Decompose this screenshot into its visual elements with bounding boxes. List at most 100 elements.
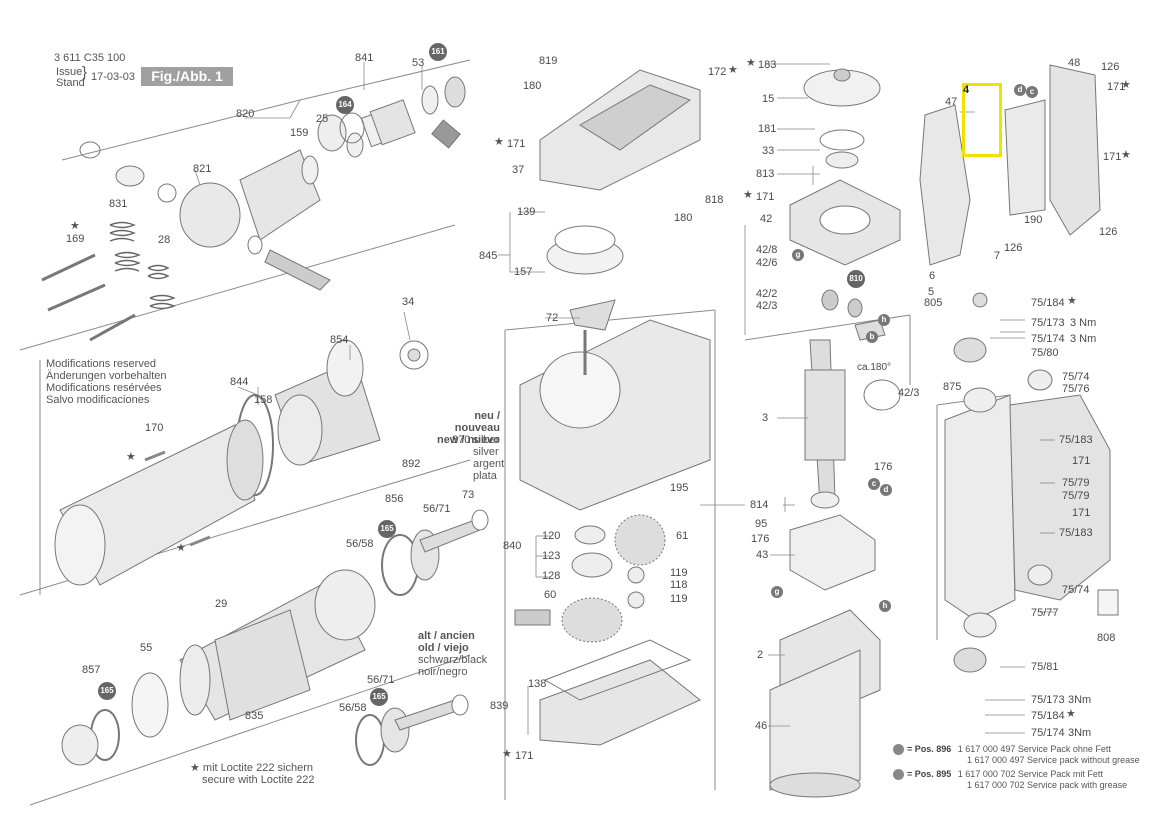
label-854[interactable]: 854 xyxy=(330,334,349,346)
label-34[interactable]: 34 xyxy=(402,296,415,308)
label-841[interactable]: 841 xyxy=(355,52,374,64)
label-75-76[interactable]: 75/76 xyxy=(1062,383,1090,395)
label-29[interactable]: 29 xyxy=(215,598,228,610)
label-158[interactable]: 158 xyxy=(254,394,273,406)
label-839[interactable]: 839 xyxy=(490,700,509,712)
label-813[interactable]: 813 xyxy=(756,168,775,180)
label-818[interactable]: 818 xyxy=(705,194,724,206)
label-128[interactable]: 128 xyxy=(542,570,561,582)
label-840[interactable]: 840 xyxy=(503,540,522,552)
label-126b[interactable]: 126 xyxy=(1099,226,1118,238)
label-805[interactable]: 805 xyxy=(924,297,943,309)
label-75-174b[interactable]: 75/174 xyxy=(1031,727,1065,739)
label-61[interactable]: 61 xyxy=(676,530,689,542)
label-844[interactable]: 844 xyxy=(230,376,249,388)
label-56-71a[interactable]: 56/71 xyxy=(423,503,451,515)
label-820[interactable]: 820 xyxy=(236,108,255,120)
label-814[interactable]: 814 xyxy=(750,499,769,511)
label-835[interactable]: 835 xyxy=(245,710,264,722)
label-180b[interactable]: 180 xyxy=(674,212,693,224)
label-53[interactable]: 53 xyxy=(412,57,425,69)
label-42[interactable]: 42 xyxy=(760,213,773,225)
label-157[interactable]: 157 xyxy=(514,266,533,278)
label-870[interactable]: 870 xyxy=(452,434,471,446)
label-159[interactable]: 159 xyxy=(290,127,309,139)
label-42-3b[interactable]: 42/3 xyxy=(898,387,920,399)
label-42-6[interactable]: 42/6 xyxy=(756,257,778,269)
label-75-79a[interactable]: 75/79 xyxy=(1062,477,1090,489)
label-75-184b[interactable]: 75/184 xyxy=(1031,710,1065,722)
label-4[interactable]: 4 xyxy=(963,84,970,96)
label-875[interactable]: 875 xyxy=(943,381,962,393)
label-75-79b[interactable]: 75/79 xyxy=(1062,490,1090,502)
label-845[interactable]: 845 xyxy=(479,250,498,262)
label-176a[interactable]: 176 xyxy=(874,461,893,473)
label-3[interactable]: 3 xyxy=(762,412,769,424)
label-47[interactable]: 47 xyxy=(945,96,958,108)
label-180a[interactable]: 180 xyxy=(523,80,542,92)
label-75-80[interactable]: 75/80 xyxy=(1031,347,1059,359)
label-75-173a[interactable]: 75/173 xyxy=(1031,317,1065,329)
label-856[interactable]: 856 xyxy=(385,493,404,505)
label-831[interactable]: 831 xyxy=(109,198,128,210)
label-75-184a[interactable]: 75/184 xyxy=(1031,297,1065,309)
label-5[interactable]: 5 xyxy=(928,286,935,298)
label-181[interactable]: 181 xyxy=(758,123,777,135)
label-56-71b[interactable]: 56/71 xyxy=(367,674,395,686)
label-857[interactable]: 857 xyxy=(82,664,101,676)
label-119a[interactable]: 119 xyxy=(670,567,688,579)
label-892[interactable]: 892 xyxy=(402,458,421,470)
label-819[interactable]: 819 xyxy=(539,55,558,67)
label-75-74a[interactable]: 75/74 xyxy=(1062,371,1090,383)
label-42-2[interactable]: 42/2 xyxy=(756,288,778,300)
label-75-77[interactable]: 75/77 xyxy=(1031,607,1059,619)
label-126c[interactable]: 126 xyxy=(1004,242,1023,254)
label-171c[interactable]: 171 xyxy=(756,191,775,203)
label-25[interactable]: 25 xyxy=(316,113,329,125)
label-2[interactable]: 2 xyxy=(757,649,764,661)
label-42-8[interactable]: 42/8 xyxy=(756,244,778,256)
marker-165b[interactable]: 165 xyxy=(98,682,116,700)
label-75-183b[interactable]: 75/183 xyxy=(1059,527,1093,539)
label-95[interactable]: 95 xyxy=(755,518,768,530)
label-46[interactable]: 46 xyxy=(755,720,768,732)
label-75-81[interactable]: 75/81 xyxy=(1031,661,1059,673)
label-75-174a[interactable]: 75/174 xyxy=(1031,333,1065,345)
label-43[interactable]: 43 xyxy=(756,549,769,561)
label-75-183a[interactable]: 75/183 xyxy=(1059,434,1093,446)
label-75-74b[interactable]: 75/74 xyxy=(1062,584,1090,596)
label-73[interactable]: 73 xyxy=(462,489,475,501)
label-171b[interactable]: 171 xyxy=(515,750,534,762)
label-72[interactable]: 72 xyxy=(546,312,559,324)
marker-810[interactable]: 810 xyxy=(847,270,865,288)
label-190[interactable]: 190 xyxy=(1024,214,1043,226)
label-821[interactable]: 821 xyxy=(193,163,212,175)
label-183[interactable]: 183 xyxy=(758,59,777,71)
label-808[interactable]: 808 xyxy=(1097,632,1116,644)
label-28[interactable]: 28 xyxy=(158,234,171,246)
label-6[interactable]: 6 xyxy=(929,270,936,282)
label-171f[interactable]: 171 xyxy=(1072,455,1091,467)
label-37[interactable]: 37 xyxy=(512,164,525,176)
label-119b[interactable]: 119 xyxy=(670,593,688,605)
label-171e[interactable]: 171 xyxy=(1103,151,1122,163)
label-169[interactable]: 169 xyxy=(66,233,85,245)
label-171a[interactable]: 171 xyxy=(507,138,526,150)
label-33[interactable]: 33 xyxy=(762,145,775,157)
label-56-58a[interactable]: 56/58 xyxy=(346,538,374,550)
label-171g[interactable]: 171 xyxy=(1072,507,1091,519)
label-126a[interactable]: 126 xyxy=(1101,61,1120,73)
label-75-173b[interactable]: 75/173 xyxy=(1031,694,1065,706)
label-15[interactable]: 15 xyxy=(762,93,775,105)
label-123[interactable]: 123 xyxy=(542,550,561,562)
label-171d[interactable]: 171 xyxy=(1107,81,1126,93)
marker-165a[interactable]: 165 xyxy=(378,520,396,538)
marker-161[interactable]: 161 xyxy=(429,43,447,61)
label-139[interactable]: 139 xyxy=(517,206,536,218)
label-120[interactable]: 120 xyxy=(542,530,561,542)
label-56-58b[interactable]: 56/58 xyxy=(339,702,367,714)
label-7[interactable]: 7 xyxy=(994,250,1001,262)
highlight-part-4[interactable] xyxy=(962,83,1002,157)
label-170[interactable]: 170 xyxy=(145,422,164,434)
label-42-3a[interactable]: 42/3 xyxy=(756,300,778,312)
